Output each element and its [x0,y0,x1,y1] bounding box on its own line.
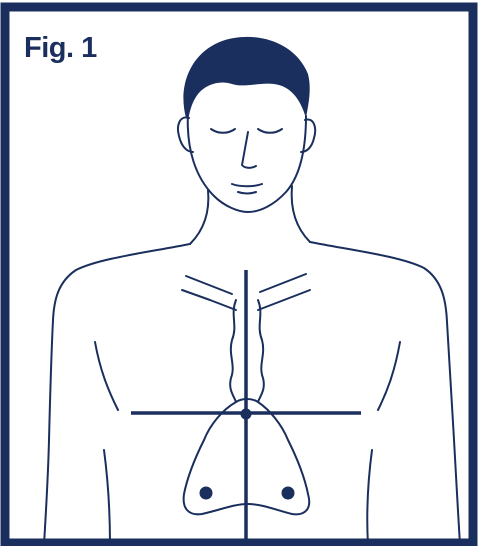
left-lung-dot [200,487,213,500]
figure-label: Fig. 1 [24,34,97,63]
figure-border [5,7,473,543]
crosshair-center-dot [241,409,252,420]
right-lung-dot [282,487,295,500]
